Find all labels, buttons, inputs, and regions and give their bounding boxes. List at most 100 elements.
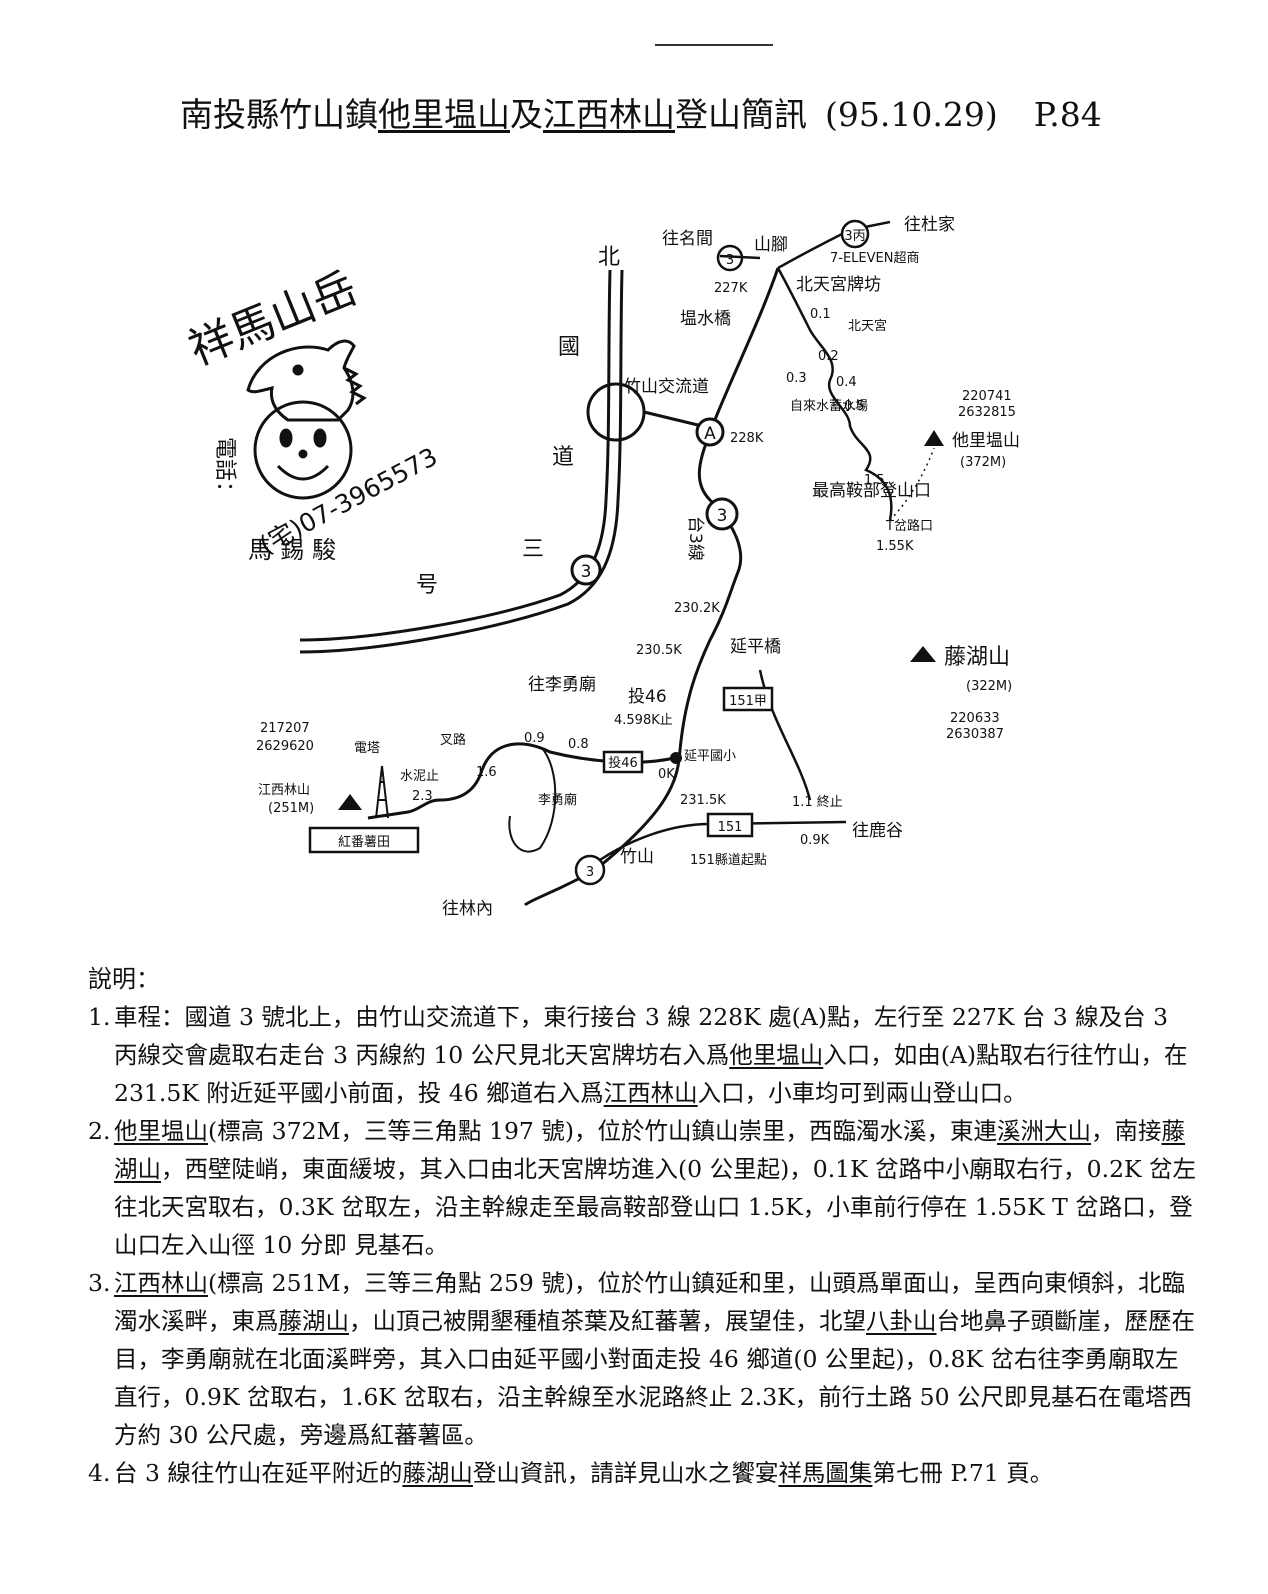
document-title: 南投縣竹山鎮他里塭山及江西林山登山簡訊 (95.10.29) P.84 xyxy=(180,92,1200,138)
label-to-liyong: 往李勇廟 xyxy=(528,675,596,695)
note-underlined-term: 藤湖山 xyxy=(278,1307,350,1335)
label-concrete-end: 水泥止 xyxy=(400,769,439,784)
note-segment: ，南接 xyxy=(1091,1117,1162,1145)
point-a-label: A xyxy=(704,424,716,444)
label-seven-eleven: 7-ELEVEN超商 xyxy=(830,251,919,266)
highway-3-badge-label: 3 xyxy=(581,562,592,582)
label-to-linnei: 往林內 xyxy=(442,899,493,919)
note-underlined-term: 八卦山 xyxy=(866,1307,937,1335)
stamp-author: 馬錫駿 xyxy=(248,536,344,564)
label-zhushan: 竹山 xyxy=(620,847,654,867)
top-rule xyxy=(655,44,773,46)
km-1-55: 1.55K xyxy=(876,539,914,554)
highway-char-3: 道 xyxy=(552,445,574,470)
power-tower-icon xyxy=(375,765,389,819)
highway-char-4: 三 xyxy=(522,537,544,562)
label-to-dujia: 往杜家 xyxy=(904,215,955,235)
road-tou46-badge-label: 投46 xyxy=(608,755,638,771)
note-text: 江西林山(標高 251M，三等三角點 259 號)，位於竹山鎮延和里，山頭爲單面… xyxy=(114,1269,1195,1449)
note-segment: 登山資訊，請詳見山水之饗宴 xyxy=(472,1459,779,1487)
note-segment: 入口，小車均可到兩山登山口。 xyxy=(697,1079,1027,1107)
road-151a xyxy=(758,669,812,801)
note-item: 3.江西林山(標高 251M，三等三角點 259 號)，位於竹山鎮延和里，山頭爲… xyxy=(88,1264,1198,1454)
label-yanping-bridge: 延平橋 xyxy=(730,637,781,657)
road-151-badge-label: 151 xyxy=(718,820,743,835)
point-a-marker: A xyxy=(695,417,725,447)
road-3c-badge: 3丙 xyxy=(840,219,870,249)
title-peak-2: 江西林山 xyxy=(543,95,675,134)
note-number: 1. xyxy=(88,1003,111,1031)
title-date: (95.10.29) xyxy=(825,95,998,134)
label-t-junction: T岔路口 xyxy=(885,518,933,534)
peak-3-marker xyxy=(338,794,362,810)
label-saddle-trailhead: 最高鞍部登山口 xyxy=(812,481,931,501)
label-water-plant: 自來水蓄水場 xyxy=(790,399,868,414)
road-151a-badge: 151甲 xyxy=(722,686,774,712)
note-underlined-term: 祥馬圖集 xyxy=(778,1459,873,1487)
notes-heading: 說明： xyxy=(88,965,160,993)
road-3c-badge-label: 3丙 xyxy=(844,229,865,244)
km-0-1: 0.1 xyxy=(810,307,831,322)
note-segment: 台地鼻子頭斷崖，歷歷在目，李勇廟就在北面溪畔旁，其入口由延平國小對面走投 46 … xyxy=(114,1307,1195,1449)
label-tou46-end: 4.598K止 xyxy=(614,713,673,728)
road-151-badge: 151 xyxy=(706,812,754,838)
km-1-6: 1.6 xyxy=(476,765,497,780)
road-tou46-loop xyxy=(508,747,557,853)
road-3-badge-bottom-label: 3 xyxy=(586,865,594,880)
highway-char-5: 号 xyxy=(416,573,438,598)
km-228: 228K xyxy=(730,431,764,446)
label-to-lugu: 往鹿谷 xyxy=(852,821,903,841)
km-1-5: 1.5 xyxy=(864,473,885,488)
note-segment: (標高 372M，三等三角點 197 號)，位於竹山鎮山崇里，西臨濁水溪，東連 xyxy=(208,1117,998,1145)
km-0-9k: 0.9K xyxy=(800,833,830,848)
km-227: 227K xyxy=(714,281,748,296)
horse-head-icon xyxy=(246,339,367,422)
peak-3-coord-1: 217207 xyxy=(260,721,310,736)
title-suffix: 登山簡訊 xyxy=(675,95,807,134)
sweet-potato-field: 紅番薯田 xyxy=(308,826,420,854)
km-230-5: 230.5K xyxy=(636,643,682,658)
note-underlined-term: 江西林山 xyxy=(114,1269,208,1297)
road-151 xyxy=(599,820,847,862)
peak-3-elev: (251M) xyxy=(268,801,314,816)
note-segment: 台 3 線往竹山在延平附近的 xyxy=(114,1459,403,1487)
label-beitian-temple: 北天宮 xyxy=(848,318,887,334)
title-joiner: 及 xyxy=(510,95,543,134)
note-underlined-term: 他里塭山 xyxy=(114,1117,208,1145)
label-shanjiao: 山腳 xyxy=(754,235,788,255)
note-text: 台 3 線往竹山在延平附近的藤湖山登山資訊，請詳見山水之饗宴祥馬圖集第七冊 P.… xyxy=(114,1459,1053,1487)
km-230-2: 230.2K xyxy=(674,601,720,616)
km-0-2: 0.2 xyxy=(818,349,839,364)
road-3-badge-bottom: 3 xyxy=(574,854,606,886)
label-yanping-school: 延平國小 xyxy=(684,749,736,764)
km-0-5: 0.5 xyxy=(844,399,865,414)
title-page-ref: P.84 xyxy=(1033,95,1102,134)
note-underlined-term: 藤湖山 xyxy=(114,1117,1186,1183)
label-power-tower: 電塔 xyxy=(354,741,380,756)
title-prefix: 南投縣竹山鎮 xyxy=(180,95,378,134)
km-2-3: 2.3 xyxy=(412,789,433,804)
title-peak-1: 他里塭山 xyxy=(378,95,510,134)
note-segment: 入口，如由(A)點取右行往竹山，在 231.5K 附近延平國小前面，投 46 鄉… xyxy=(114,1041,1188,1107)
route-map: 3 北 國 道 三 号 竹山交流道 A 3 3 3 台3線 xyxy=(256,215,1020,919)
peak-1-name: 他里塭山 xyxy=(952,431,1020,451)
note-segment: ，西壁陡峭，東面緩坡，其入口由北天宮牌坊進入(0 公里起)，0.1K 岔路中小廟… xyxy=(114,1155,1197,1259)
notes-section: 說明： 1.車程：國道 3 號北上，由竹山交流道下，東行接台 3 線 228K … xyxy=(88,962,1198,1492)
note-segment: 第七冊 P.71 頁。 xyxy=(872,1459,1054,1487)
km-0k: 0K xyxy=(658,767,675,782)
km-0-3: 0.3 xyxy=(786,371,807,386)
km-231-5: 231.5K xyxy=(680,793,726,808)
km-0-9: 0.9 xyxy=(524,731,545,746)
note-item: 1.車程：國道 3 號北上，由竹山交流道下，東行接台 3 線 228K 處(A)… xyxy=(88,998,1198,1112)
interchange-loop xyxy=(586,382,703,442)
peak-2-marker xyxy=(910,646,936,662)
label-151-start: 151縣道起點 xyxy=(690,853,767,868)
note-segment: 車程：國道 3 號北上，由竹山交流道下，東行接台 3 線 228K 處(A)點，… xyxy=(114,1003,1169,1069)
peak-1-coord-2: 2632815 xyxy=(958,405,1016,420)
peak-2-coord-1: 220633 xyxy=(950,711,1000,726)
note-item: 2.他里塭山(標高 372M，三等三角點 197 號)，位於竹山鎮山崇里，西臨濁… xyxy=(88,1112,1198,1264)
stamp-contact-label: 電話： xyxy=(212,437,237,503)
peak-1-marker xyxy=(889,430,944,521)
peak-2-coord-2: 2630387 xyxy=(946,727,1004,742)
